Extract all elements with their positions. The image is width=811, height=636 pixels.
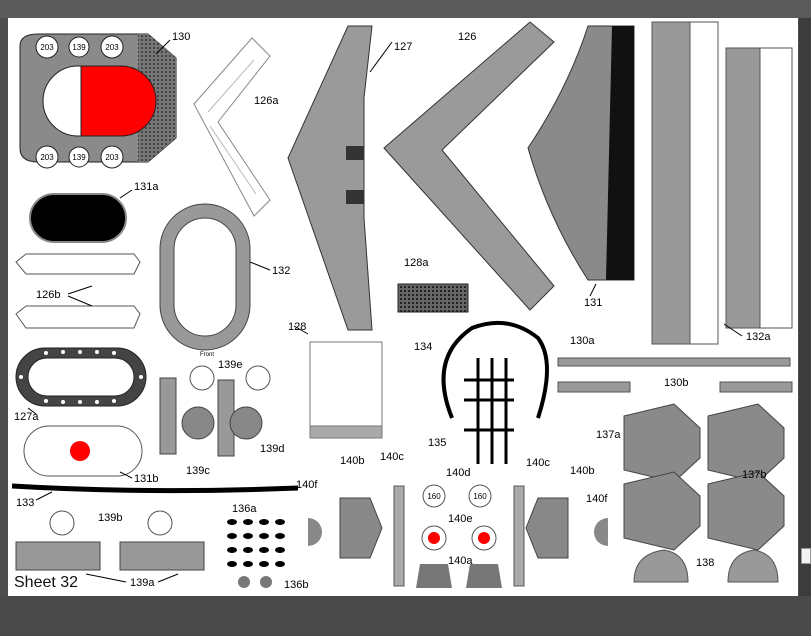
part-140-group: 160 160 140f 140b 140c 140d 140e 140a 14… [296,451,608,588]
part-label: 126b [36,289,60,301]
part-label: 126a [254,95,279,107]
sheet-drawing: 203 139 203 203 139 203 130 131a 126b 12… [11,21,793,591]
part-label: 130b [664,377,688,389]
part-131a: 131a [29,181,159,243]
part-133: 133 [11,483,299,509]
part-label: 131a [134,181,159,193]
part-label: 137a [596,429,621,441]
part-label: 139d [260,443,284,455]
part-label: 139a [130,577,155,589]
part-label: 133 [16,497,34,509]
part-label: 140e [448,513,472,525]
window-bottom-bar [0,596,811,636]
part-label: 128 [288,321,306,333]
circle-label: 160 [427,492,441,501]
part-label: 137b [742,469,766,481]
part-label: 134 [414,341,432,353]
part-label: 139c [186,465,210,477]
part-130a: 130a [557,335,791,367]
part-label: 139e [218,359,242,371]
part-139-group: Front 139e 139c 139d [159,352,284,477]
part-130b: 130b [557,377,793,393]
part-126a: 126a [193,37,279,217]
part-128a: 128a [397,257,469,313]
part-136b: 136b [238,576,308,591]
part-132: 132 [159,203,290,351]
part-131: 131 [527,25,635,309]
part-139b: 139b [49,510,173,536]
part-label: 140f [296,479,318,491]
part-134: 134 [414,320,549,419]
part-132a: 132a [651,21,793,345]
front-label: Front [200,352,214,358]
part-label: 130a [570,335,595,347]
window-top-bar [0,0,811,18]
part-label: 140f [586,493,608,505]
part-label: 140b [570,465,594,477]
part-label: 130 [172,31,190,43]
part-label: 136b [284,579,308,591]
part-label: 140d [446,467,470,479]
circle-label: 139 [72,153,86,162]
sheet-label: Sheet 32 [14,574,79,591]
circle-label: 203 [40,153,54,162]
part-label: 127 [394,41,412,53]
part-128: 128 [288,321,383,439]
part-label: 140c [526,457,550,469]
scrollbar-thumb[interactable] [801,548,811,564]
circle-label: 139 [72,43,86,52]
part-136a: 136a [227,503,285,567]
part-label: 132 [272,265,290,277]
part-label: 132a [746,331,771,343]
part-138: 138 [633,549,779,583]
part-135: 135 [428,358,514,464]
part-label: 140a [448,555,473,567]
part-131b: 131b [23,425,158,485]
part-label: 140b [340,455,364,467]
part-126: 126 [383,21,555,311]
part-label: 128a [404,257,429,269]
part-137: 137a 137b [596,403,785,551]
part-label: 140c [380,451,404,463]
part-126b: 126b [15,253,141,329]
part-label: 135 [428,437,446,449]
part-127: 127 [287,25,412,331]
part-label: 127a [14,411,39,423]
part-label: 131 [584,297,602,309]
vertical-scrollbar[interactable] [799,18,811,596]
part-label: 138 [696,557,714,569]
part-label: 139b [98,512,122,524]
circle-label: 203 [105,153,119,162]
part-139a: 139a [15,541,205,589]
part-label: 126 [458,31,476,43]
part-label: 131b [134,473,158,485]
circle-label: 203 [40,43,54,52]
circle-label: 203 [105,43,119,52]
part-130: 203 139 203 203 139 203 130 [19,31,190,169]
part-label: 136a [232,503,257,515]
part-127a: 127a [14,347,147,423]
paper-model-sheet: 203 139 203 203 139 203 130 131a 126b 12… [8,18,798,596]
circle-label: 160 [473,492,487,501]
